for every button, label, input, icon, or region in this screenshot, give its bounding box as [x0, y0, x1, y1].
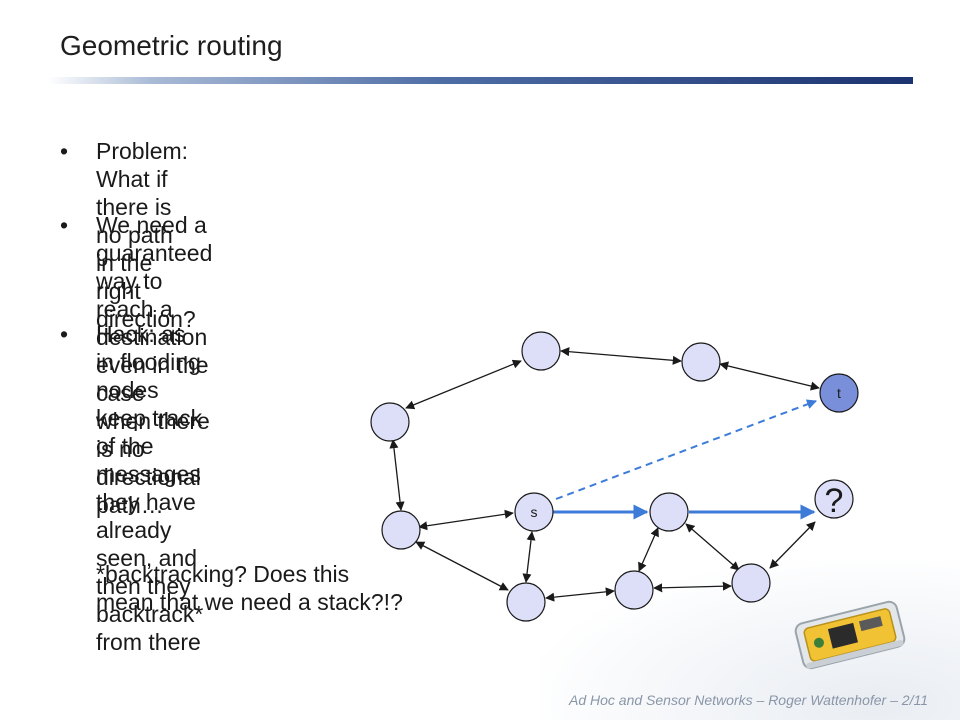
- edge-n2-t: [719, 361, 820, 391]
- bullet-dot: •: [60, 138, 69, 164]
- graph-node: [731, 563, 771, 603]
- edge-n8-n6: [638, 527, 659, 572]
- bullet-dot: •: [60, 321, 69, 347]
- unknown-path-question-mark: ?: [825, 482, 844, 520]
- bullet-dot: •: [60, 212, 69, 238]
- node-label-t: t: [837, 385, 841, 401]
- graph-node: [614, 570, 654, 610]
- edge-n6-n7: [653, 581, 732, 593]
- node-t: [819, 373, 859, 413]
- title-underline-bar: [48, 77, 913, 84]
- backtracking-note: *backtracking? Does this mean that we ne…: [96, 561, 403, 615]
- edge-n4-n5: [415, 541, 509, 591]
- graph-node: [521, 331, 561, 371]
- edge-n3-n4: [389, 439, 405, 511]
- edge-s-t-dashed: [555, 399, 817, 500]
- graph-node: [649, 492, 689, 532]
- node-label-s: s: [531, 504, 538, 520]
- graph-node: [681, 342, 721, 382]
- edge-s-n5: [522, 531, 536, 583]
- edge-n1-n3: [405, 359, 522, 410]
- edge-n5-n6: [545, 587, 615, 602]
- sensor-node-device-image: [794, 600, 906, 670]
- graph-node: [814, 479, 854, 519]
- bullet-text: Problem: What if there is no path in the…: [96, 138, 196, 332]
- edge-n8-n7: [685, 523, 740, 571]
- bullet-text: We need a guaranteed way to reach a dest…: [96, 212, 213, 518]
- edge-n7-n9: [769, 521, 816, 569]
- node-s: [514, 492, 554, 532]
- bullet-text: Hack: as in flooding nodes keep track of…: [96, 321, 204, 655]
- slide-title: Geometric routing: [60, 30, 283, 61]
- graph-node: [370, 402, 410, 442]
- graph-node: [506, 582, 546, 622]
- edge-n4-s: [418, 509, 514, 531]
- edge-n1-n2: [560, 347, 682, 365]
- slide-footer: Ad Hoc and Sensor Networks – Roger Watte…: [568, 692, 928, 708]
- graph-node: [381, 510, 421, 550]
